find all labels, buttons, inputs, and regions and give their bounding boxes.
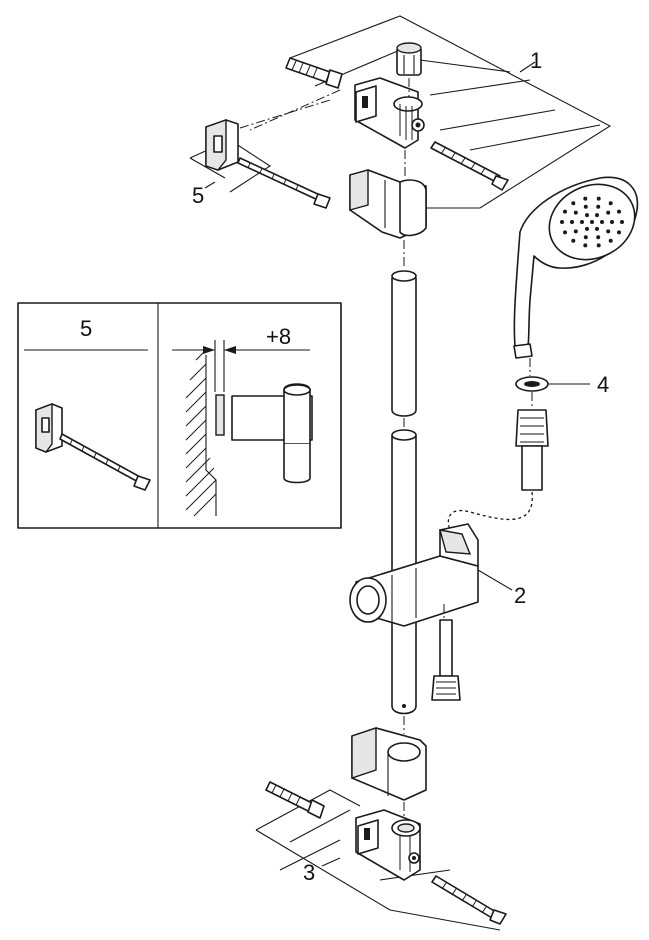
rail-upper-segment	[391, 270, 417, 417]
part-5-adapter-kit	[189, 99, 331, 209]
nozzle-dot	[610, 220, 614, 224]
callout-leader-1	[519, 61, 536, 73]
wall-dowel-upper	[285, 57, 343, 89]
upper-wall-bracket	[354, 77, 425, 149]
adapter-plate-5	[205, 99, 331, 171]
hand-shower	[513, 176, 639, 359]
shower-rail	[391, 270, 417, 734]
shower-hose	[447, 409, 549, 531]
nozzle-dot	[620, 220, 624, 224]
upper-slide-holder	[349, 169, 427, 239]
washer	[515, 376, 590, 392]
nozzle-dot	[590, 220, 594, 224]
callout-leader-2	[477, 569, 513, 591]
inset-label-5: 5	[80, 316, 92, 341]
upper-bracket-kit	[249, 15, 612, 268]
spray-face-nozzles	[560, 196, 624, 248]
nozzle-dot	[573, 229, 578, 234]
screw-5	[237, 157, 331, 209]
nozzle-dot	[617, 209, 621, 214]
inset-detail-box	[17, 302, 342, 529]
wall-dowel-lower	[265, 781, 325, 819]
nozzle-dot	[573, 210, 578, 215]
screw-upper	[430, 141, 509, 191]
nozzle-dot	[580, 220, 584, 224]
inset-wall-section	[172, 340, 313, 517]
nozzle-dot	[596, 196, 601, 201]
nozzle-dot	[571, 238, 576, 243]
nozzle-dot	[563, 230, 567, 235]
nozzle-dot	[583, 235, 588, 240]
nozzle-dot	[571, 201, 576, 206]
nozzle-dot	[606, 210, 611, 215]
screw-lower	[431, 875, 507, 925]
nozzle-dot	[570, 220, 574, 224]
callout-label-5: 5	[192, 183, 204, 208]
nozzle-dot	[608, 201, 613, 206]
nozzle-dot	[596, 204, 601, 209]
lower-bracket-kit	[255, 727, 507, 931]
nozzle-dot	[585, 213, 589, 218]
holder-cone-insert	[431, 619, 461, 701]
nozzle-dot	[596, 243, 601, 248]
nozzle-dot	[606, 229, 611, 234]
nozzle-dot	[600, 220, 604, 224]
callout-label-4: 4	[597, 372, 609, 397]
callout-label-1: 1	[530, 48, 542, 73]
nozzle-dot	[583, 196, 588, 201]
nozzle-dot	[563, 209, 567, 214]
nozzle-dot	[560, 220, 564, 224]
lower-slide-holder	[351, 727, 427, 801]
sliding-holder	[349, 523, 513, 627]
nozzle-dot	[583, 243, 588, 248]
nozzle-dot	[585, 226, 589, 231]
callout-label-3: 3	[303, 860, 315, 885]
callout-label-2: 2	[514, 583, 526, 608]
lower-wall-bracket	[355, 809, 421, 881]
nozzle-dot	[608, 238, 613, 243]
nozzle-dot	[595, 213, 599, 218]
callout-leader-5	[204, 181, 216, 189]
inset-label-dimension: +8	[266, 324, 291, 349]
nozzle-dot	[596, 235, 601, 240]
nozzle-dot	[595, 226, 599, 231]
callout-leader-3	[321, 857, 341, 867]
inset-adapter-5	[35, 402, 151, 491]
bracket-cap	[396, 42, 422, 76]
nozzle-dot	[617, 230, 621, 235]
nozzle-dot	[583, 204, 588, 209]
dimension-marker	[172, 340, 310, 392]
